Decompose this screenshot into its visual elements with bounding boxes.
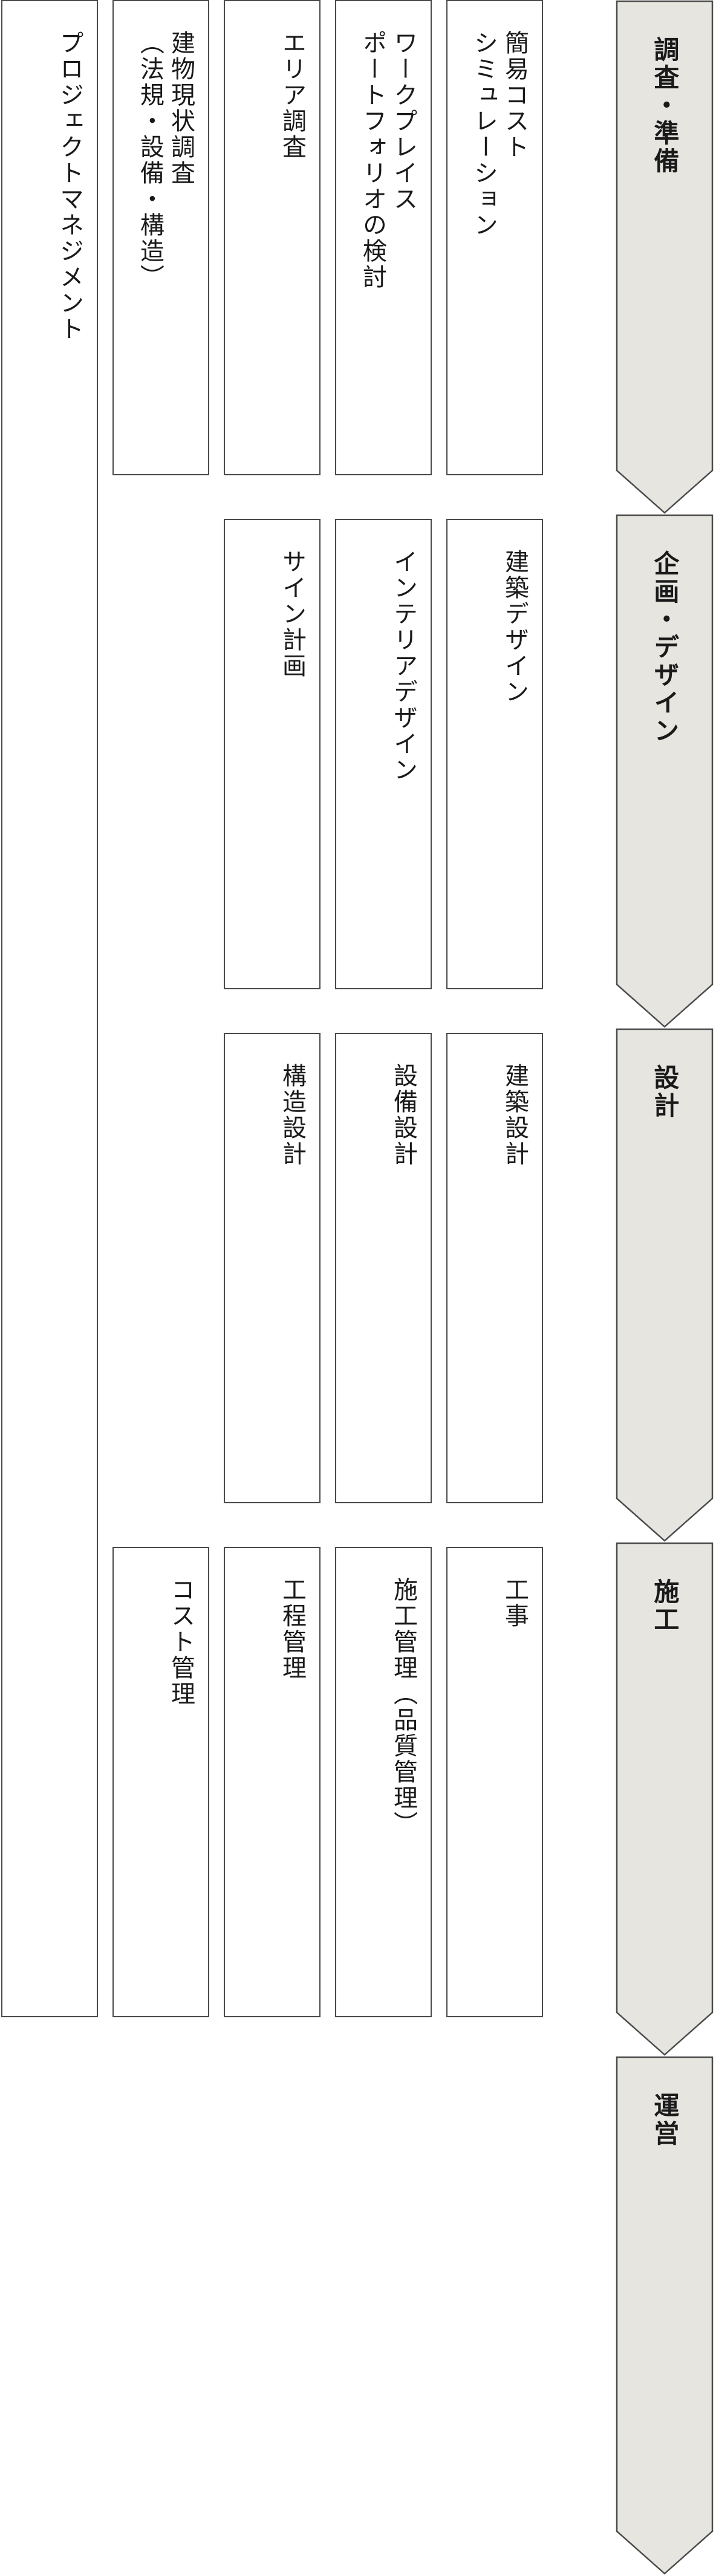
service-workplace-portfolio: ワークプレイス ポートフォリオの検討 xyxy=(335,0,432,475)
service-label: 設備設計 xyxy=(389,1063,417,1167)
service-architectural-design: 建築設計 xyxy=(446,1033,543,1503)
service-label: 建築デザイン xyxy=(501,549,529,705)
service-label: 工事 xyxy=(501,1577,529,1629)
service-label: 工程管理 xyxy=(278,1577,306,1681)
service-cost-simulation: 簡易コスト シミュレーション xyxy=(446,0,543,475)
phase-label: 企画・デザイン xyxy=(649,550,680,745)
service-area-survey: エリア調査 xyxy=(224,0,321,475)
phase-label: 調査・準備 xyxy=(649,36,680,175)
service-label-line-1: 簡易コスト xyxy=(501,30,529,160)
phase-arrow-construction: 施工 xyxy=(616,1542,714,2056)
service-label-line-2: シミュレーション xyxy=(469,30,498,238)
service-structural-design: 構造設計 xyxy=(224,1033,321,1503)
phase-arrow-shape xyxy=(616,1028,714,1542)
service-label: ワークプレイス ポートフォリオの検討 xyxy=(357,30,418,462)
service-label-line-2: ポートフォリオの検討 xyxy=(358,30,386,290)
service-label: 建物現状調査 （法規・設備・構造） xyxy=(134,30,196,462)
service-interior-design: インテリアデザイン xyxy=(335,519,432,989)
service-project-management: プロジェクトマネジメント xyxy=(1,0,98,2017)
service-sign-plan: サイン計画 xyxy=(224,519,321,989)
phase-arrow-shape xyxy=(616,514,714,1028)
phase-arrow-research: 調査・準備 xyxy=(616,0,714,514)
phase-label: 施工 xyxy=(649,1578,680,1634)
service-construction-management: 施工管理（品質管理） xyxy=(335,1547,432,2017)
phase-arrow-shape xyxy=(616,2056,714,2575)
service-label: 建築設計 xyxy=(501,1063,529,1167)
service-architecture-design: 建築デザイン xyxy=(446,519,543,989)
phase-arrow-operation: 運営 xyxy=(616,2056,714,2575)
service-label: 簡易コスト シミュレーション xyxy=(468,30,530,462)
phase-arrow-shape xyxy=(616,1542,714,2056)
service-label: インテリアデザイン xyxy=(389,549,417,783)
phase-label: 運営 xyxy=(649,2092,680,2148)
service-schedule-management: 工程管理 xyxy=(224,1547,321,2017)
service-label-line-2: （法規・設備・構造） xyxy=(135,30,164,290)
service-label: サイン計画 xyxy=(278,549,306,679)
service-mep-design: 設備設計 xyxy=(335,1033,432,1503)
service-label: プロジェクトマネジメント xyxy=(56,30,83,342)
service-construction: 工事 xyxy=(446,1547,543,2017)
service-label: エリア調査 xyxy=(278,30,306,160)
service-label: 構造設計 xyxy=(278,1063,306,1167)
service-building-survey: 建物現状調査 （法規・設備・構造） xyxy=(112,0,209,475)
phase-arrow-shape xyxy=(616,0,714,514)
phase-arrow-planning-design: 企画・デザイン xyxy=(616,514,714,1028)
phase-arrow-design: 設計 xyxy=(616,1028,714,1542)
service-label-line-1: 建物現状調査 xyxy=(167,30,195,186)
service-label: 施工管理（品質管理） xyxy=(389,1577,417,1837)
service-label-line-1: ワークプレイス xyxy=(389,30,417,212)
phase-label: 設計 xyxy=(649,1064,680,1120)
service-cost-management: コスト管理 xyxy=(112,1547,209,2017)
service-label: コスト管理 xyxy=(167,1577,195,1707)
